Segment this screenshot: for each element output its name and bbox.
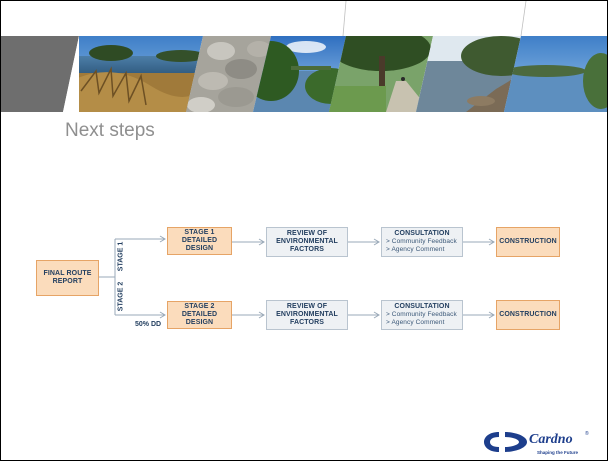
construction-box-1: CONSTRUCTION [496,227,560,257]
consultation-box-1: CONSULTATION > Community Feedback > Agen… [381,227,463,257]
consultation-item-agency: > Agency Comment [386,319,445,326]
review-line2: ENVIRONMENTAL [276,238,338,245]
construction-box-2: CONSTRUCTION [496,300,560,330]
consultation-title: CONSULTATION [394,230,450,237]
photo-banner [1,1,607,119]
construction-label: CONSTRUCTION [499,311,557,318]
consultation-item-community: > Community Feedback [386,311,457,318]
cardno-logo: Cardno ® Shaping the Future [481,427,601,457]
consultation-box-2: CONSULTATION > Community Feedback > Agen… [381,300,463,330]
construction-label: CONSTRUCTION [499,238,557,245]
consultation-item-community: > Community Feedback [386,238,457,245]
stage2-label: STAGE 2 [117,281,125,312]
cardno-logo-mark-icon [484,432,527,452]
final-route-line1: FINAL ROUTE [43,270,92,277]
stage2-design-line1: STAGE 2 DETAILED [181,303,218,318]
dd-label: 50% DD [135,321,162,328]
review-line1: REVIEW OF [286,230,328,237]
cardno-logo-text: Cardno [529,432,573,447]
review-line2: ENVIRONMENTAL [276,311,338,318]
review-env-box-1: REVIEW OF ENVIRONMENTAL FACTORS [266,227,348,257]
review-line1: REVIEW OF [286,303,328,310]
consultation-title: CONSULTATION [394,303,450,310]
stage1-design-box: STAGE 1 DETAILED DESIGN [167,227,232,255]
stage1-label: STAGE 1 [117,241,125,272]
cardno-logo-registered: ® [585,431,589,437]
final-route-line2: REPORT [52,278,83,285]
stage2-design-line2: DESIGN [185,319,214,326]
review-line3: FACTORS [289,319,325,326]
stage2-design-box: STAGE 2 DETAILED DESIGN [167,301,232,329]
cardno-tagline: Shaping the Future [537,450,578,455]
final-route-report-box: FINAL ROUTE REPORT [36,260,99,296]
stage1-design-line2: DESIGN [185,245,214,252]
page-title: Next steps [65,120,155,141]
consultation-item-agency: > Agency Comment [386,246,445,253]
stage1-design-line1: STAGE 1 DETAILED [181,229,218,244]
review-line3: FACTORS [289,246,325,253]
review-env-box-2: REVIEW OF ENVIRONMENTAL FACTORS [266,300,348,330]
